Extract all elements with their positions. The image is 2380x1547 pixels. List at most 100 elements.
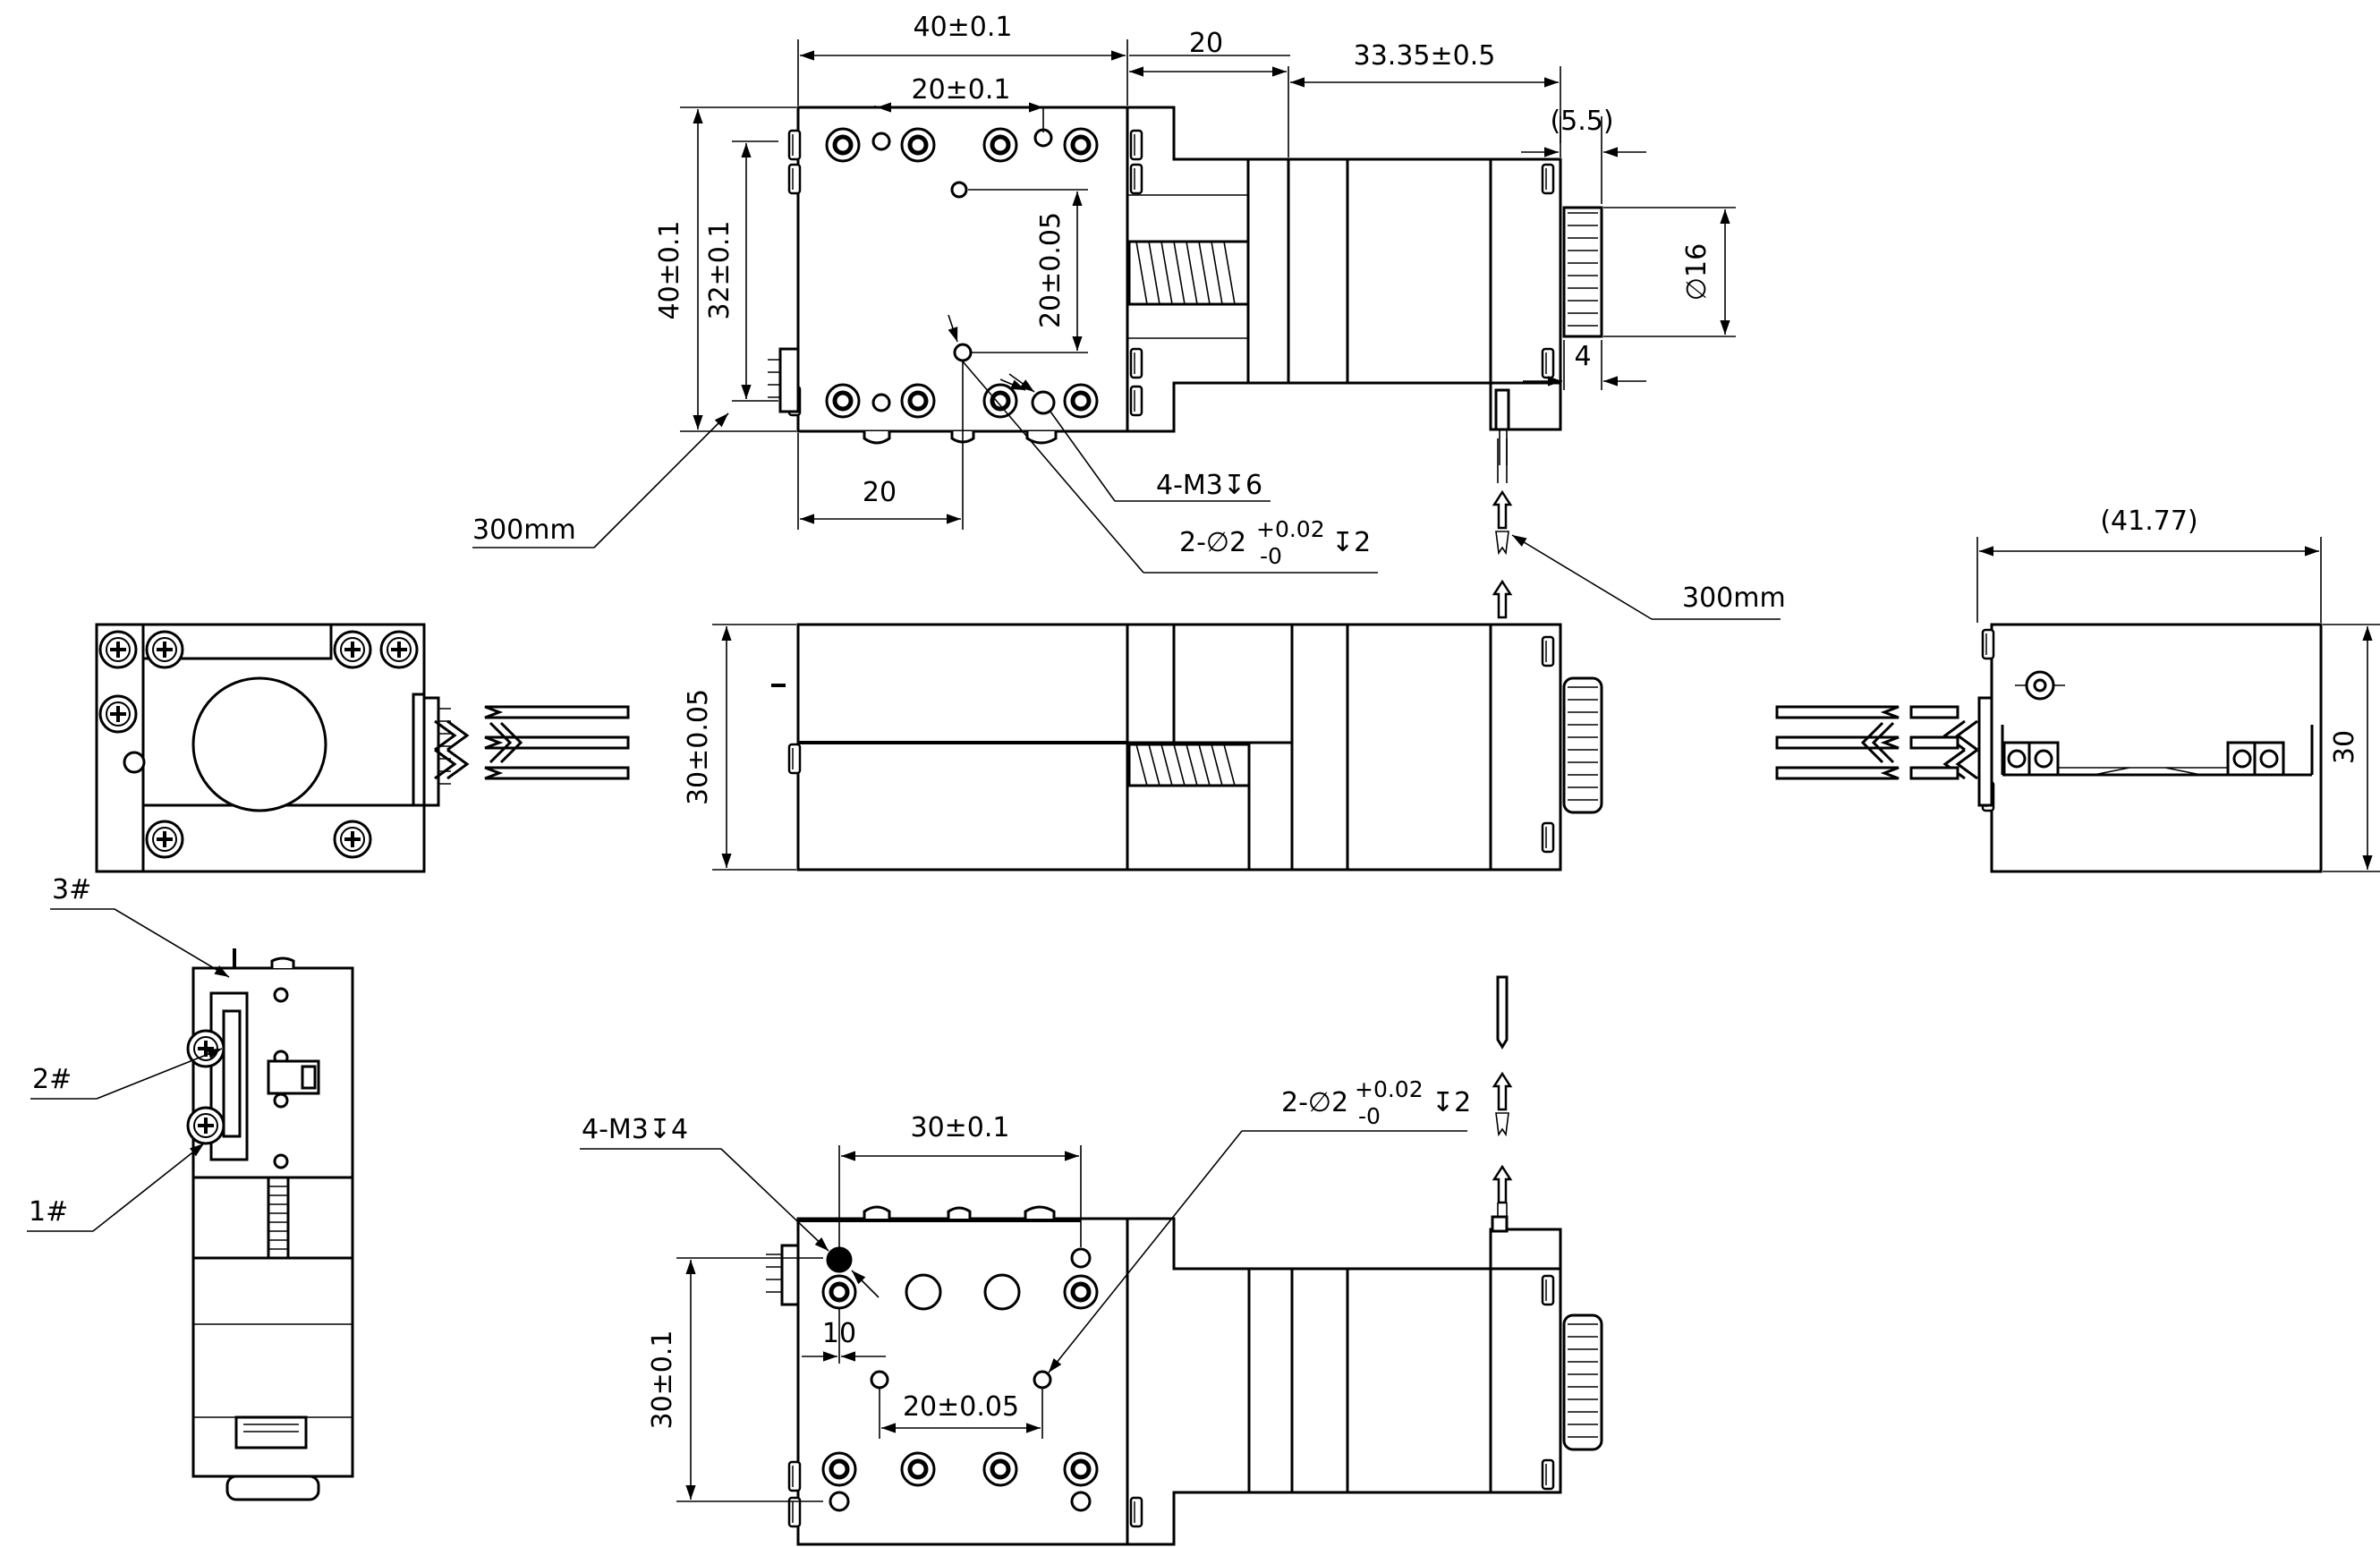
screw-head-icon [98,694,138,734]
pin-hole-icon [1070,1491,1092,1512]
callout-pin3: 3# [50,874,230,978]
callout-top-pin-holes-label: 2-∅2 [1179,527,1246,558]
callout-top-pin-holes-upper-tol: +0.02 [1256,516,1325,542]
callout-pin2: 2# [30,1048,223,1100]
dim-top-bottom-offset-label: 20 [863,477,897,508]
callout-pin2-label: 2# [32,1064,72,1095]
dim-top-knob-diameter-label: ∅16 [1681,243,1713,301]
dim-top-bottom-offset: 20 [797,361,964,530]
through-hole-icon [905,1273,942,1311]
dim-top-inner-height: 32±0.1 [704,140,778,402]
bottom-view-knob [1562,1313,1603,1451]
screw-head-icon [145,630,184,669]
top-view-carriage-edge [1127,106,1248,161]
callout-cable-left-label: 300mm [472,514,576,546]
screw-head-icon [333,820,372,859]
screw-head-icon [333,630,372,669]
top-view-connector [768,347,800,413]
dim-bottom-hole-spacing: 20±0.05 [879,1389,1043,1439]
bottom-view-motor-body [1346,1267,1492,1494]
side-view-knob [225,1475,320,1501]
side-view-leadscrew [267,1176,290,1260]
side-view: 3# 2# 1# [27,874,354,1501]
callout-top-pin-holes-lower-tol: -0 [1260,543,1282,569]
pin-hole-icon [953,343,973,362]
dim-top-motor-length: 33.35±0.5 [1288,40,1561,157]
dim-top-inner-height-label: 32±0.1 [704,220,735,319]
dim-bottom-hole-spacing-label: 20±0.05 [903,1391,1019,1423]
pin-hole-icon [1033,1370,1052,1390]
counterbore-hole-icon [823,1453,855,1485]
front-view-block [796,623,1129,871]
dim-top-knob-offset: (5.5) [1521,106,1646,204]
dim-right-width: (41.77) [1976,506,2322,623]
pin-hole-icon [950,181,968,199]
callout-pin1: 1# [27,1143,205,1232]
dim-bottom-width-label: 30±0.1 [910,1112,1009,1143]
dim-top-height-label: 40±0.1 [654,220,685,319]
dim-bottom-height: 30±0.1 [647,1257,823,1502]
callout-bottom-pin-holes-upper-tol: +0.02 [1355,1076,1424,1102]
pin-hole-icon [870,1370,889,1390]
top-view-motor-end [1489,157,1562,385]
callout-cable-left: 300mm [472,412,729,548]
callout-top-pin-holes: 2-∅2 +0.02 -0 ↧2 [948,314,1378,574]
counterbore-hole-icon [827,385,859,417]
top-view-motor-body [1346,157,1492,385]
dim-top-gap-label: 20 [1189,28,1223,59]
screw-head-icon [186,1106,225,1145]
callout-cable-right: 300mm [1511,534,1786,620]
dim-top-gap: 20 [1129,28,1287,77]
screw-head-icon [98,630,138,669]
dim-bottom-offset-label: 10 [822,1318,856,1349]
dim-right-height: 30 [2323,624,2380,872]
dim-top-inner-width-label: 20±0.1 [911,74,1010,106]
callout-pin1-label: 1# [29,1196,68,1228]
dim-top-width: 40±0.1 [797,12,1290,106]
dim-bottom-height-label: 30±0.1 [647,1330,678,1429]
counterbore-hole-icon [1065,1276,1097,1308]
pin-hole-icon [1070,1247,1092,1269]
counterbore-hole-icon [902,129,934,161]
right-view: (41.77) 30 [1775,506,2380,873]
callout-bottom-pin-holes-depth: ↧2 [1432,1087,1471,1118]
dim-top-inner-width: 20±0.1 [874,74,1044,132]
top-view: 40±0.1 20±0.1 20 33.35±0.5 (5.5) [472,12,1736,574]
through-hole-icon [983,1273,1021,1311]
dim-top-knob-diameter: ∅16 [1603,207,1736,337]
dim-top-knob-offset-label: (5.5) [1550,106,1613,137]
screw-head-icon [379,630,419,669]
front-view-motor-body [1346,623,1492,871]
callout-bottom-pin-holes-lower-tol: -0 [1358,1103,1381,1129]
top-view-motor-front [1246,157,1290,385]
left-view-wires [484,705,630,780]
right-view-connector [1909,696,1993,807]
counterbore-hole-icon [1065,129,1097,161]
left-view-bore [191,676,327,812]
dim-front-height-label: 30±0.05 [683,689,714,805]
bottom-view-connector [766,1244,800,1306]
cable-break-top [1492,438,1512,619]
callout-bottom-pin-holes: 2-∅2 +0.02 -0 ↧2 [1048,1076,1471,1373]
callout-top-pin-holes-depth: ↧2 [1331,527,1371,558]
counterbore-hole-icon [902,1453,934,1485]
dim-front-height: 30±0.05 [683,624,796,871]
front-view: 30±0.05 [683,623,1603,871]
front-view-leadscrew [1127,743,1251,787]
left-view [95,623,630,873]
screw-head-icon [145,820,184,859]
counterbore-hole-icon [1065,1453,1097,1485]
callout-bottom-tapped-holes-label: 4-M3↧4 [582,1114,688,1145]
tapped-hole-filled-icon [826,1246,853,1273]
counterbore-hole-icon [823,1276,855,1308]
dim-top-motor-length-label: 33.35±0.5 [1354,40,1496,72]
counterbore-hole-icon [984,385,1016,417]
dim-right-height-label: 30 [2329,730,2360,764]
callout-top-tapped-holes: 4-M3↧6 [999,378,1271,502]
counterbore-hole-icon [827,129,859,161]
top-view-cable [1499,429,1508,465]
dim-top-width-label: 40±0.1 [913,12,1012,43]
left-view-connector [422,696,470,807]
callout-bottom-tapped-holes: 4-M3↧4 [580,1114,880,1298]
